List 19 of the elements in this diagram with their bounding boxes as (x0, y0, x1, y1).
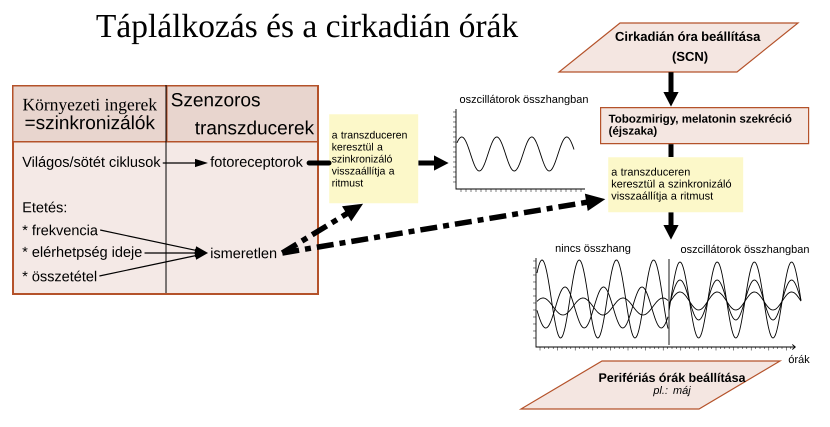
text-label: Etetés: (23, 202, 66, 212)
text-label: Világos/sötét ciklusok (22, 156, 161, 170)
text-label: * elérhetpség ideje (22, 246, 142, 260)
connector-line (668, 144, 674, 157)
axis-label: órák (788, 354, 810, 364)
connector-line (306, 160, 332, 166)
text-label: ismeretlen (211, 248, 276, 258)
process-box: Tobozmirigy, melatonin szekréció (éjszaka) (600, 107, 810, 144)
title: Táplálkozás és a cirkadián órák (96, 14, 518, 44)
chart-title: nincs összhang (556, 244, 630, 254)
text-label: * frekvencia (22, 224, 98, 236)
text-label: fotoreceptorok (210, 156, 303, 170)
chart-title: oszcillátorok összhangban (680, 244, 809, 256)
text-label: * összetétel (22, 270, 96, 282)
header-cell: Környezeti ingerek =szinkronizálók (12, 85, 168, 142)
note-box: a transzduceren keresztül a szinkronizáló visszaállítja a ritmust (329, 114, 418, 204)
header-cell: Szenzoros transzducerek (166, 85, 318, 142)
chart-title: oszcillátorok összhangban (460, 94, 588, 106)
note-box: a transzduceren keresztül a szinkronizáló visszaállítja a ritmust (608, 157, 744, 212)
